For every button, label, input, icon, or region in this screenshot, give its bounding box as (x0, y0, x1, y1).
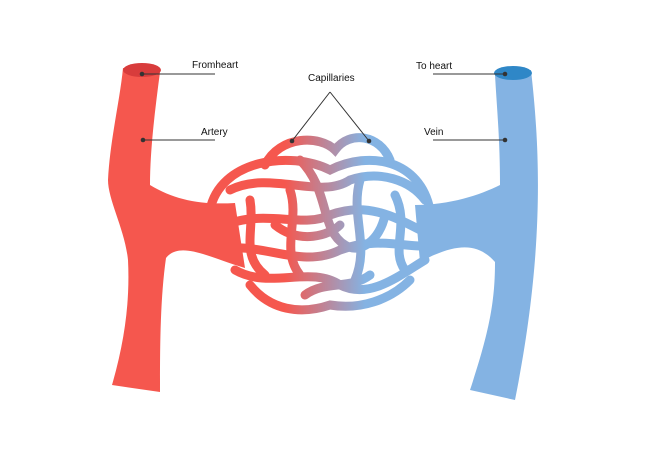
leader-lines (142, 73, 505, 142)
label-vein: Vein (424, 127, 444, 138)
label-capillaries: Capillaries (308, 73, 355, 84)
vein-opening (494, 66, 532, 80)
capillary-network (205, 133, 440, 315)
artery-vessel (108, 68, 245, 392)
label-from-heart: Fromheart (192, 60, 239, 71)
vein-vessel (415, 70, 538, 400)
label-artery: Artery (201, 127, 228, 138)
leader-dots (139, 71, 508, 144)
label-to-heart: To heart (416, 61, 453, 72)
